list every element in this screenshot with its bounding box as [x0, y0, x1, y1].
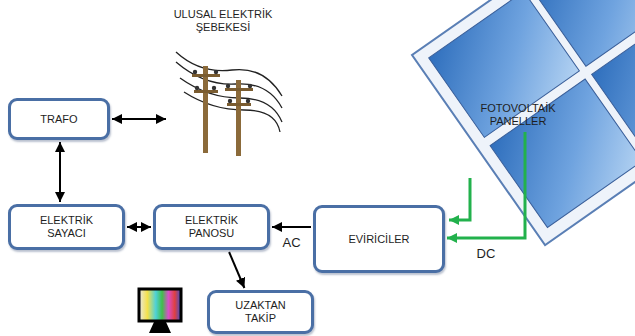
arrow-connector — [59, 142, 61, 202]
box-label: EVİRİCİLER — [348, 233, 409, 246]
monitor-icon — [139, 289, 181, 333]
heading: ULUSAL ELEKTRİK ŞEBEKESİ — [158, 8, 288, 34]
arrow-connector — [127, 226, 151, 228]
grid-illustration: ULUSAL ELEKTRİK ŞEBEKESİ — [168, 40, 278, 155]
pv-panels — [412, 0, 635, 245]
process-box: TRAFO — [8, 98, 110, 140]
process-box: EVİRİCİLER — [313, 205, 445, 273]
dc-wire — [447, 132, 525, 238]
process-box: ELEKTRİK SAYACI — [8, 204, 125, 250]
arrow-connector — [229, 252, 244, 288]
box-label: ELEKTRİK SAYACI — [32, 214, 102, 240]
heading: FOTOVOLTAİK PANELLER — [470, 102, 566, 128]
process-box: UZAKTAN TAKİP — [207, 290, 314, 334]
power-poles — [176, 52, 282, 156]
arrow-connector — [112, 118, 166, 120]
box-label: UZAKTAN TAKİP — [226, 299, 296, 325]
process-box: ELEKTRİK PANOSU — [153, 204, 270, 250]
arrow-connector — [272, 226, 311, 228]
panel-label: FOTOVOLTAİK PANELLER — [468, 100, 568, 130]
signal-label: DC — [475, 246, 498, 261]
box-label: TRAFO — [40, 113, 77, 126]
signal-label: AC — [280, 235, 302, 250]
box-label: ELEKTRİK PANOSU — [177, 214, 247, 240]
dc-wire — [449, 178, 470, 220]
